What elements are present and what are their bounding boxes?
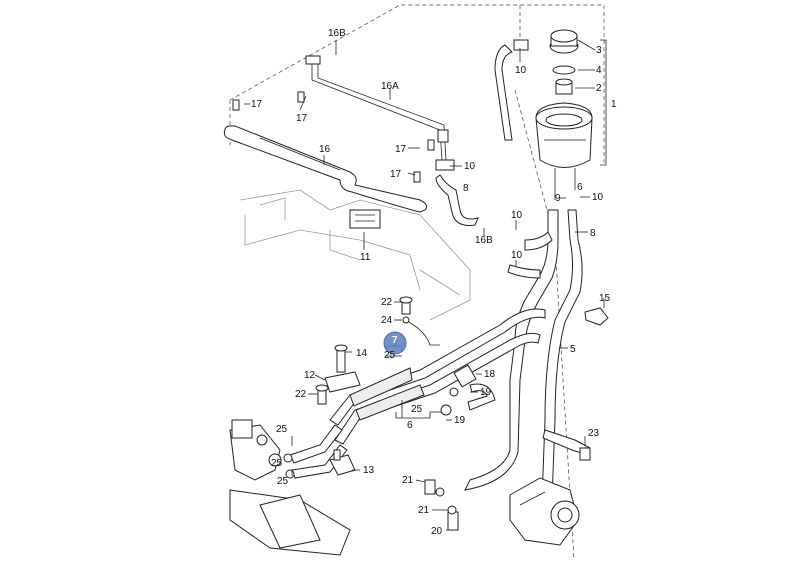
body-frame-sketch	[239, 189, 471, 321]
callout-12[interactable]: 12	[304, 370, 316, 381]
sensor-23	[542, 429, 591, 461]
callout-6[interactable]: 6	[407, 420, 413, 431]
mount-block-11	[349, 209, 381, 229]
bracket-12	[324, 344, 361, 393]
callout-16B-top[interactable]: 16B	[328, 28, 346, 39]
callout-17-a[interactable]: 17	[251, 99, 263, 110]
callout-7[interactable]: 7	[392, 335, 398, 346]
callout-2[interactable]: 2	[596, 83, 602, 94]
callout-3[interactable]: 3	[596, 45, 602, 56]
callout-10-mid[interactable]: 10	[464, 161, 476, 172]
callout-5[interactable]: 5	[570, 344, 576, 355]
callout-13[interactable]: 13	[363, 465, 375, 476]
reservoir-feed-hose	[494, 39, 529, 141]
callout-8-right[interactable]: 8	[590, 228, 596, 239]
callout-18[interactable]: 18	[484, 369, 496, 380]
callout-21-b[interactable]: 21	[418, 505, 430, 516]
fluid-reservoir	[535, 29, 607, 200]
callout-25-bottom[interactable]: 25	[277, 476, 289, 487]
callout-9[interactable]: 9	[555, 193, 561, 204]
callout-16[interactable]: 16	[319, 144, 331, 155]
callout-20[interactable]: 20	[431, 526, 443, 537]
bolt-22-upper	[399, 296, 413, 324]
callout-8-top[interactable]: 8	[463, 183, 469, 194]
selected-part-marker[interactable]	[383, 331, 407, 355]
callout-22-top[interactable]: 22	[381, 297, 393, 308]
clamp-13	[329, 449, 356, 476]
hose-8-upper	[435, 159, 479, 226]
callout-17-b[interactable]: 17	[296, 113, 308, 124]
callout-17-d[interactable]: 17	[390, 169, 402, 180]
callout-labels: 16B 10 3 4 2 1 17 17 16A 16 17 10 17 8 9…	[251, 28, 617, 537]
callout-25-mid[interactable]: 25	[411, 404, 423, 415]
clip-15	[584, 307, 609, 326]
callout-22-low[interactable]: 22	[295, 389, 307, 400]
callout-21-a[interactable]: 21	[402, 475, 414, 486]
callout-24[interactable]: 24	[381, 315, 393, 326]
callout-25-top[interactable]: 25	[384, 350, 396, 361]
callout-16A[interactable]: 16A	[381, 81, 399, 92]
callout-25-left[interactable]: 25	[276, 424, 288, 435]
callout-19-b[interactable]: 19	[454, 415, 466, 426]
bolt-22-lower	[315, 384, 329, 405]
steering-pump	[509, 477, 580, 546]
steering-rack	[229, 419, 351, 556]
fittings-18-19	[440, 364, 496, 416]
callout-10-right[interactable]: 10	[592, 192, 604, 203]
callout-23[interactable]: 23	[588, 428, 600, 439]
pressure-lines	[329, 308, 546, 445]
callout-17-c[interactable]: 17	[395, 144, 407, 155]
callout-10-top[interactable]: 10	[515, 65, 527, 76]
callout-25-left2[interactable]: 25	[271, 458, 283, 469]
bolts-17	[232, 91, 435, 183]
callout-1[interactable]: 1	[611, 99, 617, 110]
callout-11[interactable]: 11	[360, 252, 371, 263]
fittings-20-21	[424, 479, 459, 531]
callout-10-low[interactable]: 10	[511, 250, 523, 261]
callout-4[interactable]: 4	[596, 65, 602, 76]
callout-6-small[interactable]: 6	[577, 182, 583, 193]
pipe-16A	[305, 55, 449, 161]
return-pipe-16	[223, 125, 428, 213]
callout-15[interactable]: 15	[599, 293, 611, 304]
callout-16B-mid[interactable]: 16B	[475, 235, 493, 246]
callout-14[interactable]: 14	[356, 348, 368, 359]
callout-19-a[interactable]: 19	[480, 387, 492, 398]
callout-10-mid2[interactable]: 10	[511, 210, 523, 221]
